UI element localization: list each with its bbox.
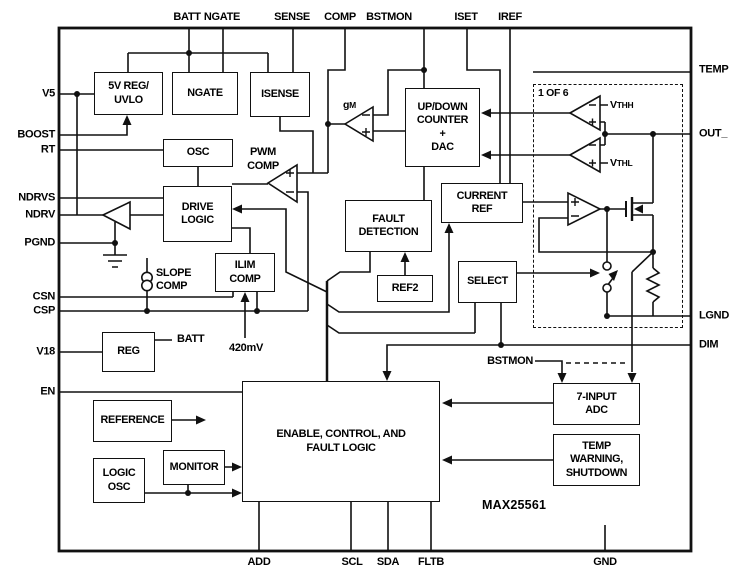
vthl-label: VTHL (610, 157, 633, 169)
block-ilim-comp: ILIM COMP (215, 253, 275, 292)
pin-v18: V18 (36, 345, 55, 358)
pin-out: OUT_ (699, 127, 728, 140)
pin-dim: DIM (699, 338, 719, 351)
block-ngate: NGATE (172, 72, 238, 115)
gm-amp (343, 105, 374, 143)
420mv-label: 420mV (229, 342, 263, 354)
pin-lgnd: LGND (699, 309, 729, 322)
ndrv-buffer (101, 200, 131, 231)
pin-csn: CSN (32, 290, 56, 303)
slope-comp-label-2: COMP (156, 280, 188, 292)
pin-scl: SCL (341, 556, 363, 568)
bstmon-net-label: BSTMON (487, 355, 533, 367)
slope-comp-label-1: SLOPE (156, 267, 192, 279)
pin-ngate: NGATE (203, 11, 241, 23)
block-temp-warning-shutdown: TEMP WARNING, SHUTDOWN (553, 434, 640, 486)
pin-ndrv: NDRV (25, 208, 55, 221)
pin-fltb: FLTB (417, 556, 445, 568)
pin-sense: SENSE (274, 11, 310, 23)
wires (57, 26, 693, 553)
pin-gnd: GND (593, 556, 617, 568)
pin-pgnd: PGND (24, 236, 55, 249)
part-number: MAX25561 (482, 498, 547, 512)
block-monitor: MONITOR (163, 450, 225, 485)
pin-sda: SDA (376, 556, 400, 568)
block-5v-reg-uvlo: 5V REG/ UVLO (94, 72, 163, 115)
pin-iref: IREF (498, 11, 522, 23)
pin-csp: CSP (33, 304, 55, 317)
junction-dots (74, 50, 656, 496)
chip-outline (57, 26, 693, 553)
led-string-dashed-box (533, 84, 683, 328)
vthh-label: VTHH (610, 99, 634, 111)
pin-comp: COMP (324, 11, 356, 23)
block-osc: OSC (163, 139, 233, 167)
block-reference: REFERENCE (93, 400, 172, 442)
pin-iset: ISET (454, 11, 478, 23)
pin-rt: RT (40, 143, 55, 156)
pin-boost: BOOST (17, 128, 55, 141)
block-7-input-adc: 7-INPUT ADC (553, 383, 640, 425)
block-current-ref: CURRENT REF (441, 183, 523, 223)
polarity-marks (286, 104, 596, 217)
sense-resistor (645, 267, 661, 303)
batt-net-label: BATT (177, 333, 205, 345)
pin-bstmon: BSTMON (366, 11, 412, 23)
block-updown-counter-dac: UP/DOWN COUNTER + DAC (405, 88, 480, 167)
block-fault-detection: FAULT DETECTION (345, 200, 432, 252)
block-select: SELECT (458, 261, 517, 303)
block-drive-logic: DRIVE LOGIC (163, 186, 232, 242)
one-of-six-label: 1 OF 6 (538, 87, 569, 99)
pin-en: EN (40, 385, 55, 398)
pin-add: ADD (247, 556, 271, 568)
pwm-comp-label-1: PWM (250, 146, 276, 158)
block-logic-osc: LOGIC OSC (93, 458, 145, 503)
block-ref2: REF2 (377, 275, 433, 302)
pin-v5: V5 (42, 87, 55, 100)
block-isense: ISENSE (250, 72, 310, 117)
pin-ndrvs: NDRVS (18, 191, 55, 204)
block-reg: REG (102, 332, 155, 372)
pwm-comp-label-2: COMP (247, 160, 279, 172)
block-enable-control-fault-logic: ENABLE, CONTROL, AND FAULT LOGIC (242, 381, 440, 502)
current-opamp (567, 191, 602, 227)
arrowheads (122, 108, 643, 498)
pin-batt: BATT (173, 11, 201, 23)
gm-label: gM (343, 99, 356, 111)
pin-temp: TEMP (699, 63, 729, 76)
